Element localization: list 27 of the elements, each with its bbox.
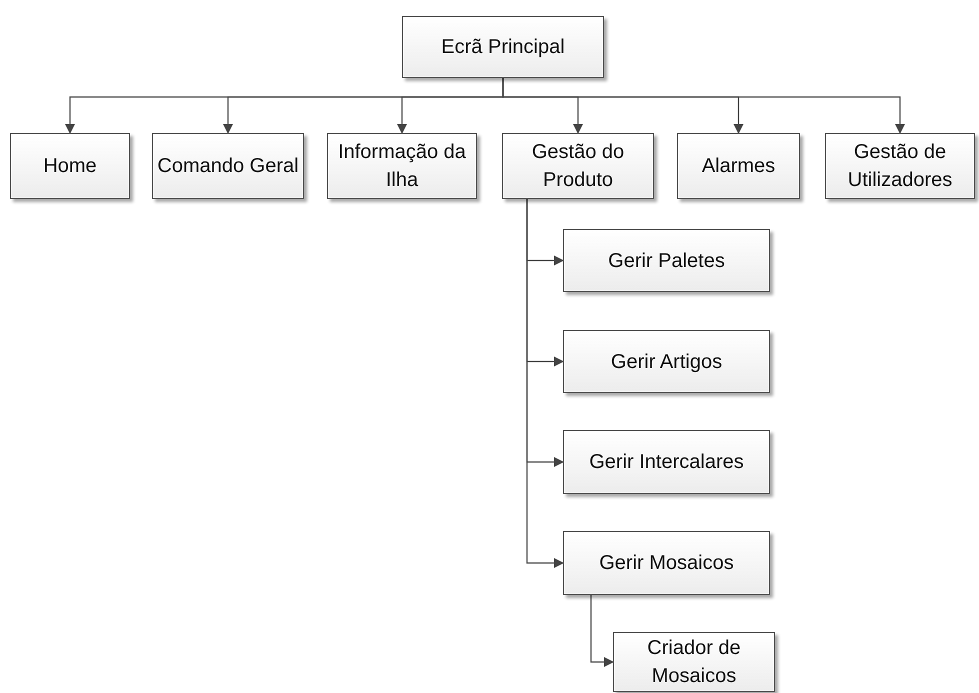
box-label: Alarmes [702, 154, 776, 179]
box-label: Informação da Ilha [337, 140, 467, 193]
process-box [677, 133, 800, 199]
arrow [526, 199, 564, 568]
arrow [502, 78, 905, 134]
box-label: Gestão de Utilizadores [846, 140, 954, 193]
process-box [10, 133, 130, 199]
process-box [563, 531, 770, 595]
box-label: Home [43, 154, 97, 179]
box-label: Gerir Artigos [610, 350, 722, 374]
process-box [613, 632, 775, 692]
process-box [825, 133, 975, 199]
box-label: Gerir Paletes [608, 248, 725, 274]
box-label: Comando Geral [157, 154, 299, 179]
process-box [563, 330, 770, 393]
box-label: Gestão do Produto [530, 140, 626, 193]
box-label: Gerir Intercalares [589, 450, 744, 475]
process-box [327, 133, 477, 199]
process-box [502, 133, 654, 199]
arrow [590, 595, 614, 667]
process-box [563, 229, 770, 292]
box-label: Gerir Mosaicos [599, 551, 734, 576]
box-label: Ecrã Principal [441, 35, 565, 60]
process-box [152, 133, 304, 199]
box-label: Criador de Mosaicos [646, 636, 742, 689]
process-box [402, 16, 604, 78]
process-box [563, 430, 770, 494]
